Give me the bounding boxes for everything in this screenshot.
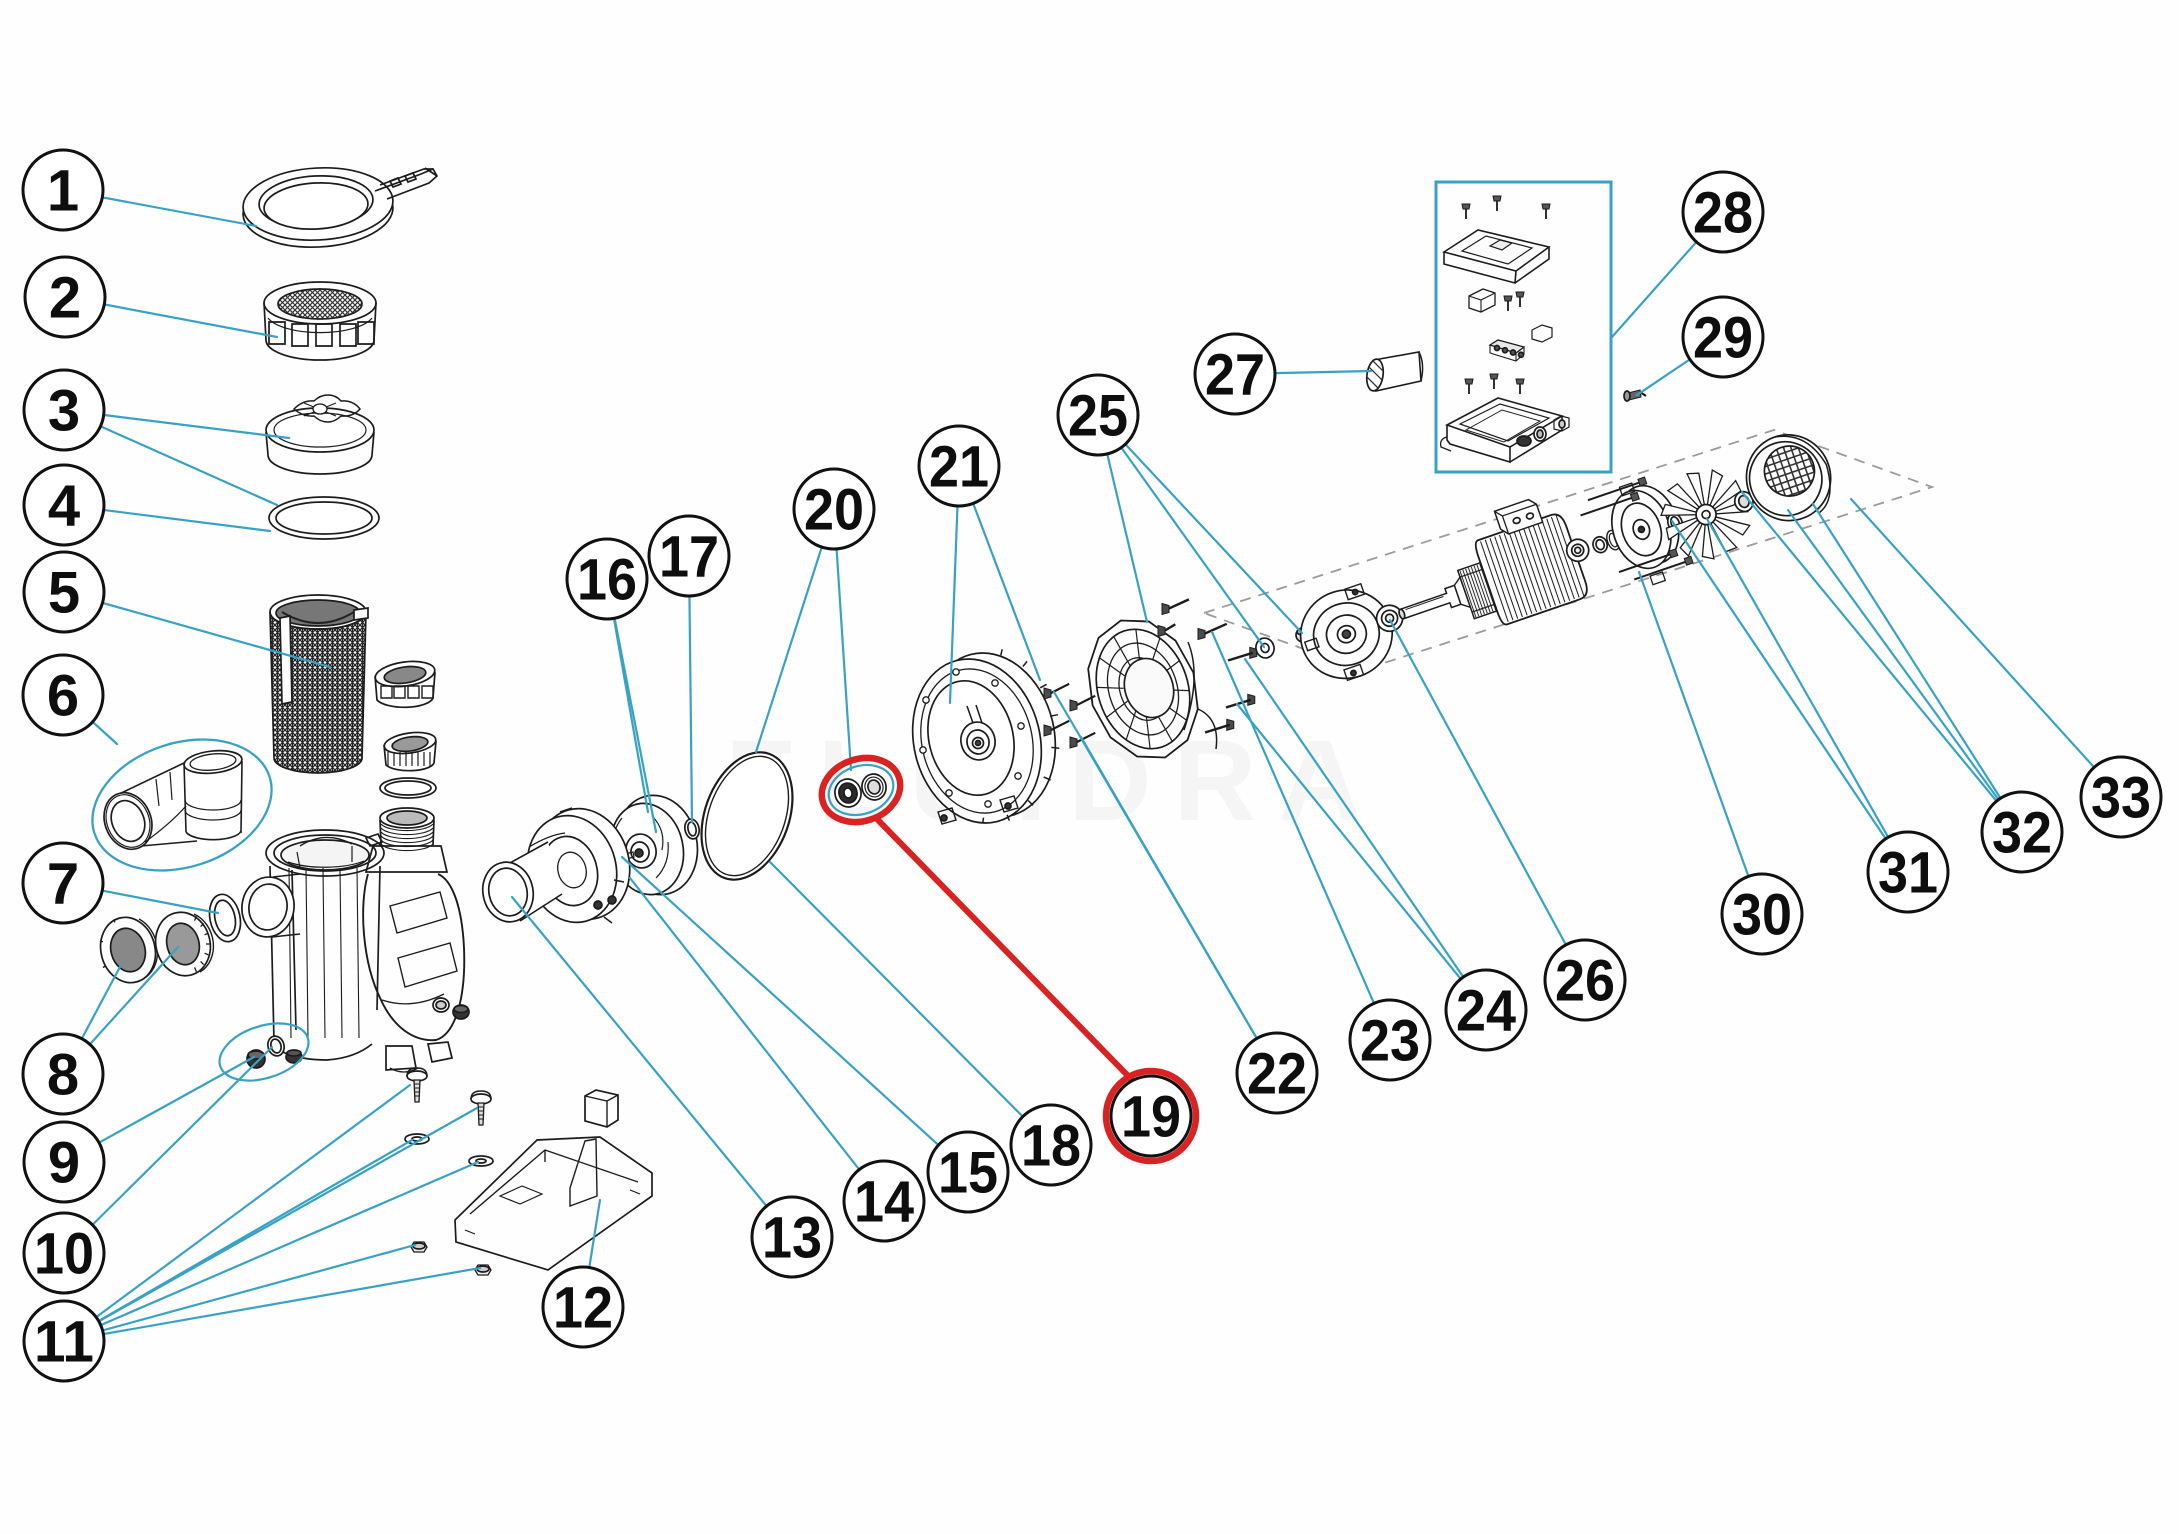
svg-text:20: 20 bbox=[804, 478, 864, 543]
svg-text:26: 26 bbox=[1555, 949, 1615, 1014]
svg-text:27: 27 bbox=[1205, 343, 1265, 408]
svg-text:8: 8 bbox=[47, 1043, 79, 1108]
svg-text:29: 29 bbox=[1693, 306, 1753, 371]
svg-text:33: 33 bbox=[2091, 766, 2151, 831]
svg-text:11: 11 bbox=[34, 1310, 94, 1375]
svg-text:6: 6 bbox=[47, 664, 79, 729]
svg-text:17: 17 bbox=[659, 525, 719, 590]
svg-text:3: 3 bbox=[48, 379, 80, 444]
svg-text:19: 19 bbox=[1121, 1085, 1181, 1150]
svg-text:28: 28 bbox=[1693, 181, 1753, 246]
svg-text:10: 10 bbox=[34, 1222, 94, 1287]
svg-text:4: 4 bbox=[48, 474, 80, 539]
svg-text:13: 13 bbox=[762, 1206, 822, 1271]
svg-text:24: 24 bbox=[1456, 979, 1516, 1044]
svg-text:18: 18 bbox=[1021, 1114, 1081, 1179]
svg-text:14: 14 bbox=[854, 1170, 914, 1235]
svg-text:9: 9 bbox=[48, 1131, 80, 1196]
svg-text:30: 30 bbox=[1732, 883, 1792, 948]
svg-text:32: 32 bbox=[1992, 801, 2052, 866]
svg-text:15: 15 bbox=[938, 1141, 998, 1206]
svg-text:1: 1 bbox=[47, 159, 79, 224]
svg-text:21: 21 bbox=[929, 435, 989, 500]
svg-text:22: 22 bbox=[1247, 1042, 1307, 1107]
svg-text:23: 23 bbox=[1360, 1009, 1420, 1074]
svg-text:2: 2 bbox=[49, 266, 81, 331]
svg-text:5: 5 bbox=[48, 561, 80, 626]
svg-text:31: 31 bbox=[1878, 841, 1938, 906]
svg-text:16: 16 bbox=[577, 548, 637, 613]
svg-text:12: 12 bbox=[553, 1276, 613, 1341]
svg-text:25: 25 bbox=[1068, 384, 1128, 449]
svg-text:7: 7 bbox=[47, 852, 79, 917]
